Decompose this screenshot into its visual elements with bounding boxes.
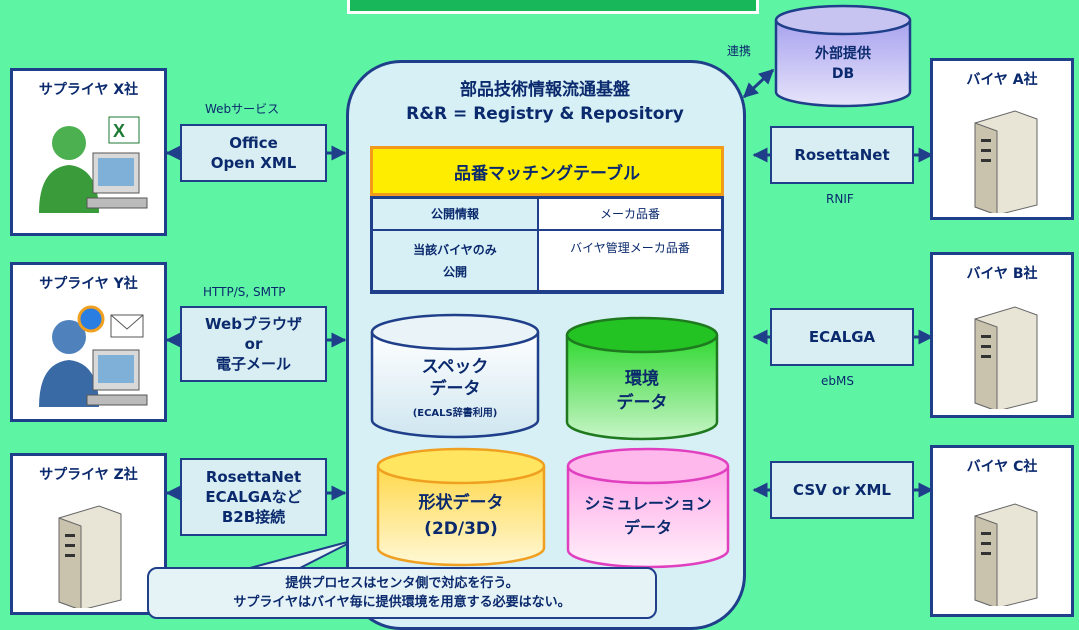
buyer-a-protocol: RosettaNet [770, 126, 914, 184]
external-db-title: 外部提供 DB [815, 46, 871, 82]
svg-text:X: X [113, 121, 125, 141]
supplier-x-name: サプライヤ X社 [38, 82, 139, 98]
supplier-y-protocol: Webブラウザ or 電子メール [180, 306, 327, 382]
shape-db-title: 形状データ (2D/3D) [418, 493, 504, 539]
buyer-c-protocol-label: CSV or XML [793, 481, 891, 499]
buyer-b-name: バイヤ B社 [966, 266, 1038, 282]
user-excel-icon: X [39, 116, 148, 213]
shape-db-label: 形状データ (2D/3D) [378, 486, 544, 546]
spec-db-label: スペック データ (ECALS辞書利用) [372, 352, 538, 422]
supplier-x-protocol-label: Office Open XML [210, 134, 297, 172]
supplier-y-box: サプライヤ Y社 [10, 262, 167, 422]
env-db-title: 環境 データ [616, 369, 668, 413]
buyer-a-name: バイヤ A社 [966, 72, 1038, 88]
supplier-y-caption: HTTP/S, SMTP [203, 285, 286, 299]
buyer-b-protocol: ECALGA [770, 308, 914, 366]
supplier-x-caption: Webサービス [205, 102, 280, 116]
env-db-label: 環境 データ [567, 356, 717, 426]
spec-db-sub: (ECALS辞書利用) [412, 407, 498, 419]
buyer-c-name: バイヤ C社 [966, 459, 1038, 475]
hub-subtitle: R&R = Registry & Repository [406, 104, 684, 124]
user-mail-icon [39, 305, 148, 407]
buyer-a-caption: RNIF [826, 192, 854, 206]
supplier-y-protocol-label: Webブラウザ or 電子メール [205, 315, 302, 373]
title-banner [347, 0, 759, 14]
buyer-b-protocol-label: ECALGA [808, 328, 876, 346]
sim-db-title: シミュレーション データ [584, 494, 712, 537]
server-icon [974, 503, 1038, 606]
supplier-x-protocol: Office Open XML [180, 124, 327, 182]
arrow-db [742, 68, 775, 99]
matching-row-label: 当該バイヤのみ 公開 [373, 231, 537, 290]
matching-row-label: 公開情報 [373, 199, 537, 229]
external-db-link-label: 連携 [727, 44, 752, 58]
supplier-x-box: サプライヤ X社 X [10, 68, 167, 236]
matching-table-title: 品番マッチングテーブル [370, 146, 724, 196]
note-callout: 提供プロセスはセンタ側で対応を行う。 サプライヤはバイヤ毎に提供環境を用意する必… [147, 567, 657, 619]
matching-row-value: バイヤ管理メーカ品番 [539, 231, 721, 290]
external-db-label: 外部提供 DB [776, 36, 910, 92]
buyer-b-caption: ebMS [821, 374, 854, 388]
buyer-b-box: バイヤ B社 [930, 252, 1074, 418]
supplier-y-name: サプライヤ Y社 [39, 276, 138, 292]
server-icon [58, 505, 122, 608]
buyer-c-box: バイヤ C社 [930, 445, 1074, 617]
hub-title: 部品技術情報流通基盤 [460, 80, 630, 100]
hub-title-block: 部品技術情報流通基盤 R&R = Registry & Repository [360, 78, 730, 126]
sim-db-label: シミュレーション データ [568, 486, 728, 546]
supplier-z-protocol-label: RosettaNet ECALGAなど B2B接続 [205, 468, 302, 526]
buyer-c-protocol: CSV or XML [770, 461, 914, 519]
buyer-a-protocol-label: RosettaNet [794, 146, 890, 164]
spec-db-title: スペック データ [421, 356, 489, 399]
matching-table: 公開情報 メーカ品番 当該バイヤのみ 公開 バイヤ管理メーカ品番 [370, 196, 724, 294]
buyer-a-box: バイヤ A社 [930, 58, 1074, 220]
supplier-z-box: サプライヤ Z社 [10, 453, 167, 615]
server-icon [974, 110, 1038, 213]
matching-row-value: メーカ品番 [539, 199, 721, 229]
note-callout-tail [249, 539, 356, 569]
server-icon [974, 306, 1038, 409]
note-line-1: 提供プロセスはセンタ側で対応を行う。 [285, 576, 519, 591]
supplier-z-name: サプライヤ Z社 [39, 467, 138, 483]
note-line-2: サプライヤはバイヤ毎に提供環境を用意する必要はない。 [233, 595, 571, 610]
supplier-z-protocol: RosettaNet ECALGAなど B2B接続 [180, 458, 327, 536]
